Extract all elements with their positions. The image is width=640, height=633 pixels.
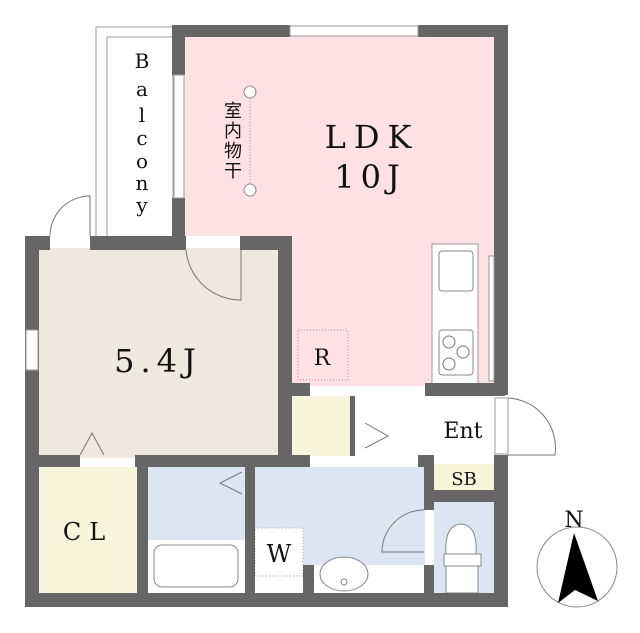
walls <box>25 25 508 607</box>
ldk-size: 10J <box>334 158 406 196</box>
ldk-label: LDK <box>325 118 420 156</box>
balcony-label: B a l c o n y <box>135 49 150 217</box>
fridge-space <box>297 329 349 381</box>
bathtub <box>153 544 239 588</box>
washer-label: W <box>267 540 292 568</box>
indoor-drying-rail <box>243 85 257 197</box>
door-bedroom[interactable] <box>185 249 242 301</box>
door-closet-marker[interactable] <box>79 431 105 456</box>
door-storage-marker[interactable] <box>364 422 390 449</box>
window-bedroom[interactable] <box>25 329 39 371</box>
sink-drain <box>340 578 348 586</box>
window-entrance[interactable] <box>494 397 509 455</box>
window-kitchen[interactable] <box>488 255 495 382</box>
svg-text:l: l <box>139 103 145 127</box>
fridge-label: R <box>314 346 332 371</box>
north-arrow-icon <box>558 533 598 603</box>
svg-text:c: c <box>136 126 147 150</box>
shoe-box-label: SB <box>451 469 477 490</box>
hallway <box>352 396 432 456</box>
closet <box>38 467 137 593</box>
door-bath-marker[interactable] <box>218 471 243 495</box>
svg-text:内: 内 <box>224 121 242 142</box>
door-entrance[interactable] <box>507 397 556 456</box>
closet-label: CL <box>63 518 113 546</box>
kitchen-counter <box>431 243 479 385</box>
door-toilet[interactable] <box>381 509 425 553</box>
ldk-room <box>184 36 496 236</box>
toilet-icon <box>443 523 482 594</box>
svg-text:a: a <box>136 77 148 101</box>
window-balcony[interactable] <box>173 74 185 199</box>
svg-text:o: o <box>136 149 148 173</box>
shoe-box <box>434 464 494 490</box>
svg-text:y: y <box>135 193 148 217</box>
entrance-label: Ent <box>443 419 482 444</box>
svg-text:干: 干 <box>224 161 242 182</box>
washer-space <box>254 527 304 577</box>
svg-text:n: n <box>136 171 149 195</box>
window-top[interactable] <box>289 25 419 37</box>
balcony <box>95 26 175 238</box>
svg-text:B: B <box>135 49 150 73</box>
svg-text:物: 物 <box>224 141 242 162</box>
indoor-drying-label: 室 内 物 干 <box>224 101 242 182</box>
compass-north-label: N <box>564 508 583 533</box>
compass: N <box>536 508 618 608</box>
entrance <box>432 396 496 464</box>
storage-closet <box>292 396 352 456</box>
svg-text:室: 室 <box>224 101 242 122</box>
door-balcony[interactable] <box>49 195 91 237</box>
bedroom <box>38 248 280 458</box>
bedroom-size: 5.4J <box>114 342 202 380</box>
sink <box>319 556 369 592</box>
